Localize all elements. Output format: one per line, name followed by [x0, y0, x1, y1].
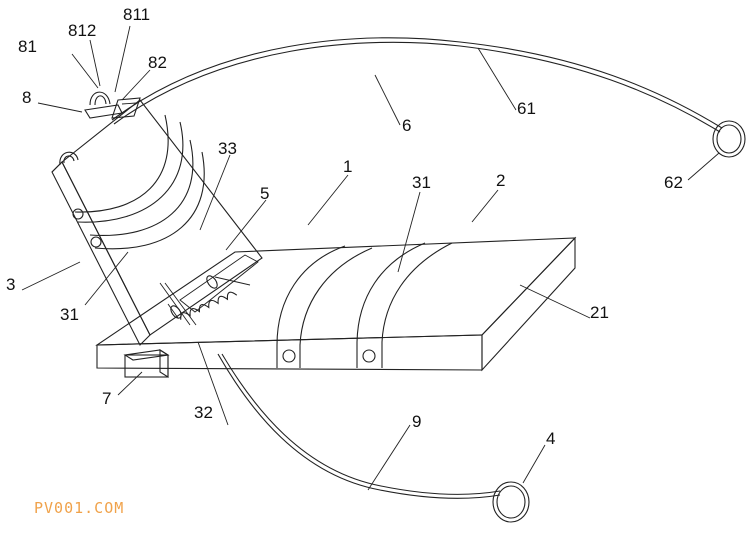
label-3: 3	[6, 275, 15, 294]
label-5: 5	[260, 184, 269, 203]
label-7: 7	[102, 389, 111, 408]
slot	[159, 254, 259, 326]
buckle-clip	[111, 97, 141, 119]
label-6: 6	[402, 116, 411, 135]
label-21: 21	[590, 303, 609, 322]
label-61: 61	[517, 99, 536, 118]
ring-upper	[712, 120, 746, 158]
rope-upper	[111, 37, 723, 133]
label-811: 811	[123, 5, 150, 24]
buckle-side	[59, 151, 79, 166]
label-8: 8	[22, 88, 31, 107]
watermark: PV001.COM	[34, 499, 124, 517]
leader-lines	[21, 25, 720, 491]
label-31-plate: 31	[60, 305, 79, 324]
plate-strap-upper	[72, 114, 184, 223]
label-2: 2	[496, 171, 505, 190]
label-62: 62	[664, 173, 683, 192]
rope-lower	[217, 353, 501, 499]
block	[123, 349, 170, 378]
label-81: 81	[18, 37, 37, 56]
label-33: 33	[218, 139, 237, 158]
base-strap-left	[276, 245, 373, 368]
label-1: 1	[343, 157, 352, 176]
reference-numerals: 81 812 811 82 8 6 61 62 33 1 31 2 5 21 3…	[6, 5, 683, 448]
label-82: 82	[148, 53, 167, 72]
ring-lower	[492, 481, 530, 523]
label-31-base: 31	[412, 173, 431, 192]
label-4: 4	[546, 429, 555, 448]
base-strap-right	[356, 242, 453, 368]
spring	[167, 275, 251, 320]
label-9: 9	[412, 412, 421, 431]
plate-strap-lower	[89, 139, 205, 250]
base-plate	[95, 236, 577, 372]
label-812: 812	[68, 21, 96, 40]
label-32: 32	[194, 403, 213, 422]
